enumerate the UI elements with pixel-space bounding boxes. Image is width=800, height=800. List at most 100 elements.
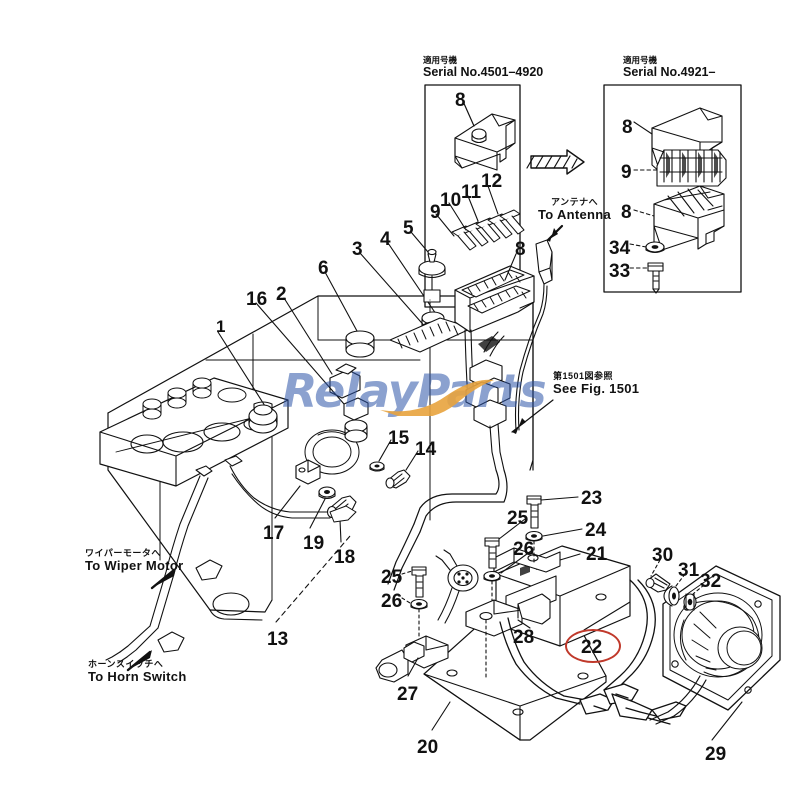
callout-number-8: 8 (621, 202, 632, 223)
leader-16 (255, 302, 345, 405)
callout-number-21: 21 (586, 544, 608, 565)
to-wiper-motor-label: ワイパーモータへ To Wiper Motor (85, 548, 184, 573)
instrument-cluster-part-1 (99, 377, 289, 487)
callout-number-8: 8 (622, 117, 633, 138)
highlight-number: 22 (581, 637, 603, 658)
part-14-bolt (385, 469, 411, 489)
callout-number-16: 16 (246, 289, 268, 310)
callout-number-6: 6 (318, 258, 329, 279)
leader-8-left (461, 98, 475, 127)
connector-cluster-1501 (465, 331, 511, 471)
callout-number-18: 18 (334, 547, 356, 568)
part-23-bolt (526, 495, 542, 529)
callout-number-14: 14 (415, 439, 437, 460)
serial-left-jp: 適用号機 (423, 55, 458, 65)
antenna-connector (514, 239, 553, 431)
callout-number-4: 4 (380, 229, 391, 250)
wiring-harness-left (105, 465, 331, 672)
part-26-washer-top (483, 570, 501, 582)
leader-11 (467, 195, 479, 222)
to-horn-switch-label: ホーンスイッチへ To Horn Switch (88, 660, 187, 684)
see-fig-1501-label: 第1501図参照 See Fig. 1501 (553, 371, 640, 396)
callout-number-28: 28 (513, 627, 535, 648)
leader-27 (407, 657, 419, 677)
leader-15 (378, 439, 392, 462)
lower-harness-loop (387, 469, 508, 591)
leader-1 (217, 331, 266, 407)
leader-26-top (500, 550, 532, 574)
part-16-bracket (343, 397, 369, 443)
serial-box-right-frame (603, 84, 742, 293)
to-antenna-label: アンテナへ To Antenna (538, 197, 611, 222)
leader-6 (324, 271, 358, 332)
part-20-mounting-plate (423, 621, 607, 741)
callout-number-31: 31 (678, 560, 700, 581)
transition-arrow (526, 149, 585, 175)
part-25-bolt-left (411, 566, 427, 598)
callout-number-26: 26 (381, 591, 403, 612)
leader-8-right-top (633, 121, 653, 135)
part-2-switch (329, 363, 361, 399)
six-pin-connector (435, 549, 479, 624)
to-wiper-motor-jp: ワイパーモータへ (85, 548, 161, 558)
part-31-washer (663, 585, 680, 607)
callout-number-9: 9 (430, 202, 441, 223)
leader-23 (540, 496, 579, 501)
callout-number-25: 25 (507, 508, 529, 529)
callout-number-24: 24 (585, 520, 607, 541)
serial-right-jp: 適用号機 (623, 55, 658, 65)
part-26-washer-left (410, 598, 428, 610)
callout-number-23: 23 (581, 488, 603, 509)
leader-18 (339, 519, 342, 543)
leader-32 (692, 584, 705, 595)
callout-number-13: 13 (267, 629, 289, 650)
leader-34 (629, 243, 647, 248)
leader-3 (359, 252, 429, 331)
part-8-block-right (653, 185, 725, 251)
callout-number-27: 27 (397, 684, 419, 705)
part-5-toggle (418, 248, 446, 303)
leader-10 (448, 202, 467, 231)
callout-number-25: 25 (381, 567, 403, 588)
serial-left-en: Serial No.4501–4920 (423, 64, 544, 79)
callout-number-8: 8 (455, 90, 466, 111)
leader-8-main (504, 253, 517, 281)
callout-number-32: 32 (700, 571, 722, 592)
part-32-nut (683, 593, 697, 611)
leader-8-right-bottom (633, 209, 655, 217)
part-15-washer (369, 461, 385, 472)
part-17-round-connector (248, 401, 278, 434)
leader-9 (435, 213, 455, 237)
callout-number-11: 11 (461, 182, 482, 203)
leader-29 (711, 701, 743, 741)
see-fig-1501-en: See Fig. 1501 (553, 381, 640, 396)
leader-25-top (498, 518, 526, 540)
part-17-bracket (295, 459, 321, 485)
callout-number-29: 29 (705, 744, 727, 765)
see-fig-1501-jp: 第1501図参照 (553, 371, 614, 381)
to-antenna-jp: アンテナへ (550, 197, 599, 207)
part-34-washer (645, 241, 665, 254)
leader-5 (410, 231, 429, 253)
leader-22 (583, 601, 631, 631)
leader-28 (517, 619, 531, 629)
callout-number-17: 17 (263, 523, 285, 544)
fuse-pins-group (451, 209, 525, 251)
part-22-lead-wire (499, 579, 687, 725)
leader-17 (274, 485, 301, 519)
leader-31 (675, 573, 686, 587)
part-9-fuse-strip (656, 149, 727, 187)
part-6-knob (345, 330, 375, 358)
callout-number-1: 1 (216, 317, 226, 336)
leader-26-left (401, 597, 411, 604)
serial-box-right-caption: 適用号機 Serial No.4921– (623, 56, 715, 78)
part-8-cover-left (454, 113, 516, 171)
to-wiper-motor-en: To Wiper Motor (85, 558, 184, 573)
serial-right-en: Serial No.4921– (623, 64, 716, 79)
callout-number-12: 12 (481, 171, 503, 192)
part-28-mount-tab (465, 593, 551, 637)
leader-25-left (401, 570, 413, 575)
callout-number-5: 5 (403, 218, 414, 239)
